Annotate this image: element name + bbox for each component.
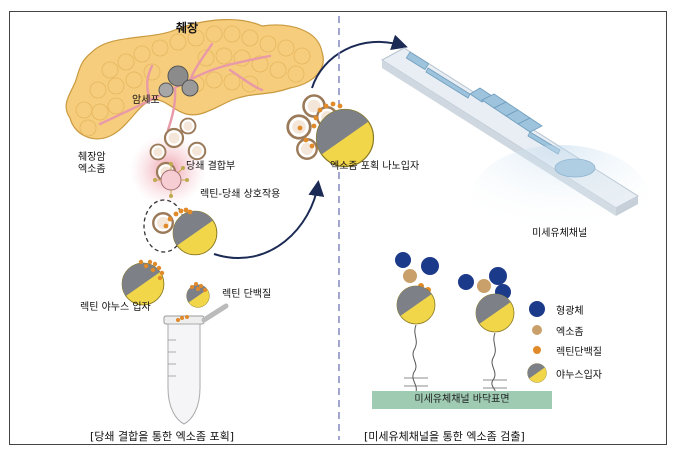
legend-label-exosome: 엑소좀 — [556, 327, 584, 338]
janus-particle-large — [152, 207, 218, 256]
detection-glow — [470, 145, 650, 255]
channel-floor-plate: 미세유체채널 바닥표면 — [372, 391, 552, 409]
label-cancer-cell: 암세포 — [132, 95, 160, 106]
legend-fluorophore-swatch — [529, 301, 545, 317]
label-microfluidic-channel: 미세유체채널 — [532, 228, 588, 239]
pancreas-shape — [65, 19, 324, 140]
legend-label-janus-particle: 야누스입자 — [556, 370, 602, 381]
label-lectin-janus-particle: 렉틴 야누스 입자 — [80, 302, 151, 313]
legend-lectin-swatch — [533, 346, 541, 354]
label-glycan-binding-site: 당쇄 결합부 — [186, 161, 236, 172]
legend-exosome-swatch — [532, 325, 542, 335]
legend-label-fluorophore: 형광체 — [556, 306, 584, 317]
released-exosomes — [149, 117, 207, 198]
left-caption: [당쇄 결합을 통한 엑소좀 포획] — [90, 430, 235, 443]
label-pancreatic-exosome-line2: 엑소좀 — [78, 163, 106, 175]
label-capture-nanoparticle: 엑소좀 포획 나노입자 — [330, 161, 420, 172]
label-pancreatic-exosome: 췌장암 엑소좀 — [78, 152, 106, 175]
chip-arrow — [311, 34, 408, 89]
label-lectin-glycan-interaction: 렉틴-당쇄 상호작용 — [200, 189, 281, 200]
lectin-protein-particle — [186, 282, 210, 308]
lectin-janus-particle — [121, 259, 165, 306]
legend-janus-swatch — [527, 363, 547, 383]
detection-structure-left — [395, 252, 439, 393]
capture-nanoparticle-cluster — [286, 94, 375, 168]
label-lectin-protein: 렉틴 단백질 — [222, 289, 272, 300]
legend-symbols — [527, 301, 547, 383]
legend-label-lectin-protein: 렉틴단백질 — [556, 347, 602, 358]
capture-arrow — [213, 180, 325, 260]
detection-structure-right — [458, 267, 515, 393]
label-pancreatic-exosome-line1: 췌장암 — [78, 152, 106, 163]
right-caption: [미세유체채널을 통한 엑소좀 검출] — [364, 430, 525, 443]
label-pancreas: 췌장 — [176, 21, 199, 35]
sample-tube — [163, 303, 229, 425]
